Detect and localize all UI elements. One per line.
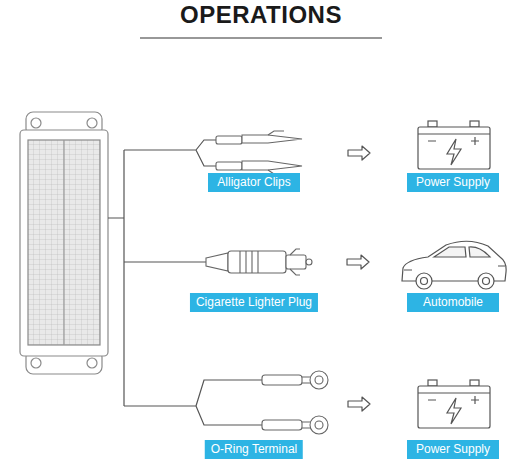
label-tag: Cigarette Lighter Plug (190, 293, 318, 312)
label-tag: Power Supply (407, 440, 499, 459)
operation-node: Cigarette Lighter Plug (188, 235, 320, 312)
solar-panel (20, 112, 108, 374)
car-icon (402, 241, 506, 289)
label-tag: O-Ring Terminal (205, 440, 303, 459)
operation-node: Power Supply (400, 378, 506, 459)
label-tag: Alligator Clips (208, 173, 300, 192)
title-rule (140, 37, 382, 38)
label-tag: Automobile (407, 293, 499, 312)
hollow-arrow (348, 146, 370, 160)
operation-node: Alligator Clips (190, 120, 318, 192)
alligator-clip (216, 131, 302, 174)
diagram-title: OPERATIONS (0, 1, 522, 29)
hollow-arrow (348, 397, 370, 411)
label-tag: Power Supply (407, 173, 499, 192)
hollow-arrow (347, 255, 369, 269)
operation-node: O-Ring Terminal (190, 370, 318, 459)
lighter-plug (206, 249, 312, 275)
operation-node: Power Supply (400, 115, 506, 192)
operation-node: Automobile (396, 228, 510, 312)
ring-terminal (262, 371, 328, 434)
